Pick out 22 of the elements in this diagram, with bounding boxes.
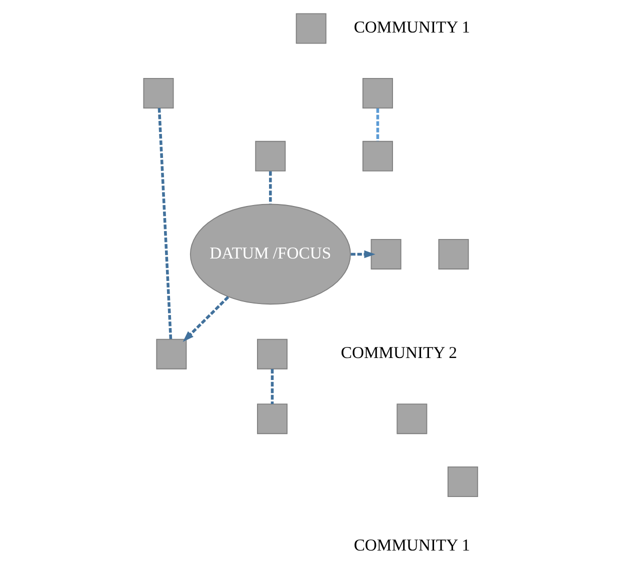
node-box — [362, 140, 392, 172]
node-box — [370, 238, 401, 270]
label: COMMUNITY 2 — [340, 343, 457, 362]
label: COMMUNITY 1 — [353, 536, 470, 555]
node-box — [295, 13, 326, 44]
node-box — [156, 338, 186, 370]
connector — [268, 171, 272, 204]
arrow — [182, 296, 229, 342]
node-box — [142, 78, 174, 109]
node-box — [362, 78, 392, 109]
connector — [376, 108, 379, 142]
node-box — [256, 338, 288, 370]
connector — [270, 368, 274, 404]
connector — [157, 108, 172, 340]
arrow — [350, 250, 375, 258]
node-box — [256, 404, 288, 434]
node-box — [438, 238, 468, 270]
node-box — [447, 466, 478, 497]
node-box — [254, 140, 286, 172]
node-box — [396, 404, 427, 434]
node-ellipse: DATUM /FOCUS — [189, 204, 350, 305]
label: COMMUNITY 1 — [353, 18, 470, 37]
